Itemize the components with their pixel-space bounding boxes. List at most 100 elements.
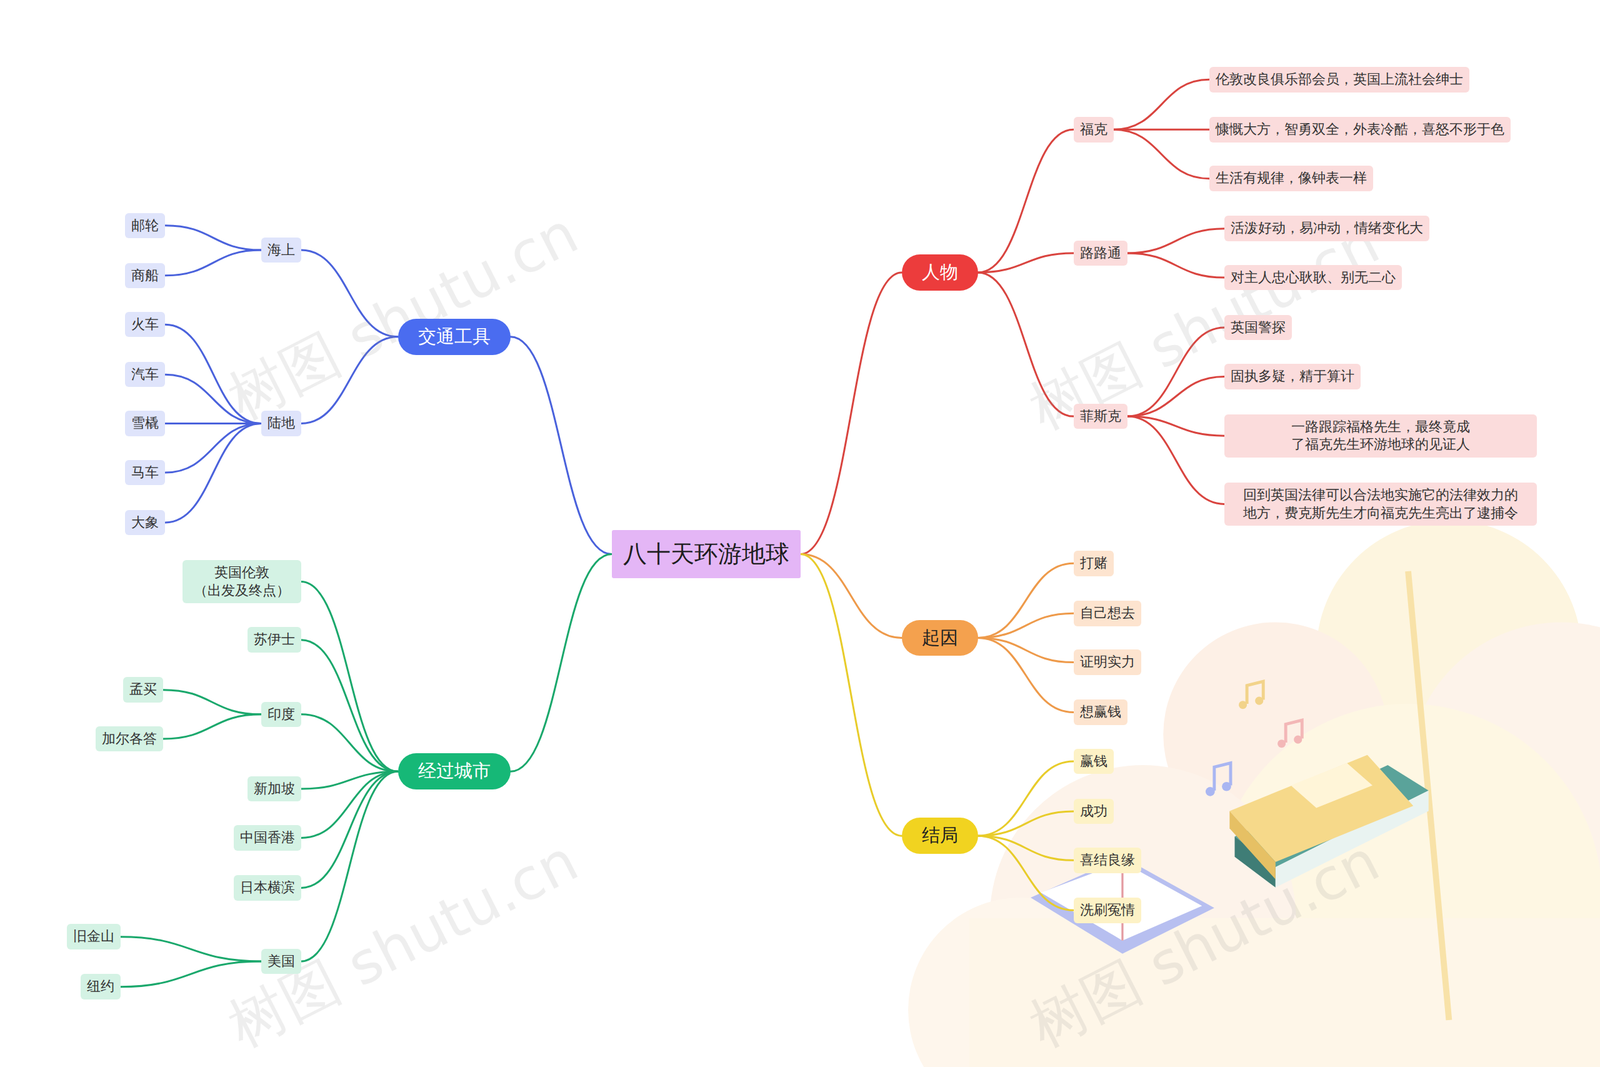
branch-topic: 人物	[901, 254, 979, 291]
branch-connector	[800, 554, 902, 837]
branch-connector	[978, 253, 1074, 273]
subtopic: 雪橇	[125, 410, 165, 437]
subtopic: 中国香港	[233, 825, 302, 851]
branch-connector	[978, 637, 1074, 712]
branch-connector	[978, 761, 1074, 836]
topic-text: 固执多疑，精于算计	[1230, 367, 1355, 386]
topic-text: 回到英国法律可以合法地实施它的法律效力的 地方，费克斯先生才向福克先生亮出了逮捕…	[1230, 486, 1531, 522]
branch-connector	[120, 936, 262, 962]
branch-topic: 交通工具	[398, 318, 511, 355]
topic-text: 伦敦改良俱乐部会员，英国上流社会绅士	[1215, 70, 1464, 89]
topic-text: 经过城市	[418, 759, 491, 784]
topic-text: 赢钱	[1080, 752, 1108, 771]
subtopic: 邮轮	[125, 213, 165, 239]
branch-connector	[301, 581, 399, 772]
branch-connector	[978, 835, 1074, 860]
topic-text: 活泼好动，易冲动，情绪变化大	[1230, 219, 1424, 238]
subtopic: 一路跟踪福格先生，最终竟成 了福克先生环游地球的见证人	[1224, 414, 1537, 458]
topic-text: 生活有规律，像钟表一样	[1215, 169, 1367, 188]
branch-connector	[510, 554, 612, 772]
subtopic: 自己想去	[1073, 600, 1142, 627]
topic-text: 菲斯克	[1080, 407, 1122, 426]
topic-text: 人物	[921, 260, 959, 285]
topic-text: 结局	[921, 823, 959, 848]
topic-text: 福克	[1080, 120, 1108, 139]
branch-connector	[301, 714, 399, 772]
subtopic: 证明实力	[1073, 649, 1142, 675]
subtopic: 陆地	[261, 410, 302, 437]
topic-text: 商船	[131, 266, 159, 285]
branch-connector	[1113, 129, 1210, 179]
branch-connector	[1127, 253, 1225, 278]
topic-text: 邮轮	[131, 216, 159, 235]
topic-text: 成功	[1080, 802, 1108, 821]
subtopic: 想赢钱	[1073, 699, 1128, 725]
subtopic: 成功	[1073, 798, 1114, 825]
branch-topic: 经过城市	[398, 753, 511, 790]
subtopic: 旧金山	[66, 923, 121, 950]
topic-text: 喜结良缘	[1080, 851, 1135, 870]
topic-text: 交通工具	[418, 325, 491, 349]
branch-connector	[978, 811, 1074, 836]
subtopic: 汽车	[125, 361, 165, 388]
topic-text: 加尔各答	[101, 730, 157, 749]
subtopic: 赢钱	[1073, 748, 1114, 775]
subtopic: 孟买	[123, 676, 164, 703]
topic-text: 洗刷冤情	[1080, 901, 1135, 920]
topic-text: 对主人忠心耿耿、别无二心	[1230, 268, 1396, 287]
subtopic: 洗刷冤情	[1073, 897, 1142, 924]
topic-text: 新加坡	[253, 780, 295, 799]
topic-text: 孟买	[129, 680, 157, 699]
background-blobs	[908, 520, 1600, 1067]
music-notes	[1205, 681, 1302, 797]
watermark: 树图 shutu.cn	[1016, 205, 1392, 449]
subtopic: 印度	[261, 701, 302, 728]
subtopic: 海上	[261, 237, 302, 264]
branch-connector	[165, 225, 261, 250]
watermark: 树图 shutu.cn	[215, 195, 591, 438]
subtopic: 打赌	[1073, 550, 1114, 577]
topic-text: 英国警探	[1230, 318, 1286, 337]
topic-text: 陆地	[267, 414, 295, 433]
subtopic: 加尔各答	[95, 726, 164, 752]
subtopic: 福克	[1073, 116, 1114, 143]
topic-text: 大象	[131, 513, 159, 532]
branch-connector	[978, 613, 1074, 638]
subtopic: 纽约	[80, 973, 121, 1000]
branch-connector	[165, 423, 261, 473]
subtopic: 活泼好动，易冲动，情绪变化大	[1224, 215, 1430, 242]
branch-connector	[800, 272, 902, 555]
topic-text: 印度	[267, 705, 295, 724]
branch-connector	[165, 250, 261, 276]
branch-connector	[978, 637, 1074, 662]
topic-text: 日本横滨	[240, 878, 295, 897]
subtopic: 生活有规律，像钟表一样	[1209, 165, 1374, 192]
topic-text: 路路通	[1080, 244, 1122, 263]
branch-connector	[165, 423, 261, 523]
subtopic: 路路通	[1073, 240, 1128, 267]
subtopic: 商船	[125, 263, 165, 289]
topic-text: 雪橇	[131, 414, 159, 433]
topic-text: 想赢钱	[1080, 703, 1122, 722]
branch-topic: 起因	[901, 620, 979, 657]
branch-connector	[301, 771, 399, 888]
subtopic: 伦敦改良俱乐部会员，英国上流社会绅士	[1209, 66, 1470, 93]
root-topic: 八十天环游地球	[611, 530, 801, 579]
branch-topic: 结局	[901, 817, 979, 854]
subtopic: 英国警探	[1224, 315, 1292, 341]
subtopic: 对主人忠心耿耿、别无二心	[1224, 265, 1402, 291]
branch-connector	[163, 690, 261, 715]
topic-text: 火车	[131, 315, 159, 334]
topic-text: 一路跟踪福格先生，最终竟成 了福克先生环游地球的见证人	[1230, 418, 1531, 454]
branch-connector	[510, 336, 612, 555]
watermark: 树图 shutu.cn	[215, 822, 591, 1065]
subtopic: 菲斯克	[1073, 403, 1128, 430]
subtopic: 火车	[125, 311, 165, 338]
branch-connector	[1127, 228, 1225, 254]
topic-text: 证明实力	[1080, 653, 1135, 672]
branch-connector	[1113, 79, 1210, 130]
branch-connector	[1113, 128, 1210, 131]
topic-text: 起因	[921, 626, 959, 650]
subtopic: 回到英国法律可以合法地实施它的法律效力的 地方，费克斯先生才向福克先生亮出了逮捕…	[1224, 482, 1537, 526]
branch-connector	[978, 835, 1074, 910]
